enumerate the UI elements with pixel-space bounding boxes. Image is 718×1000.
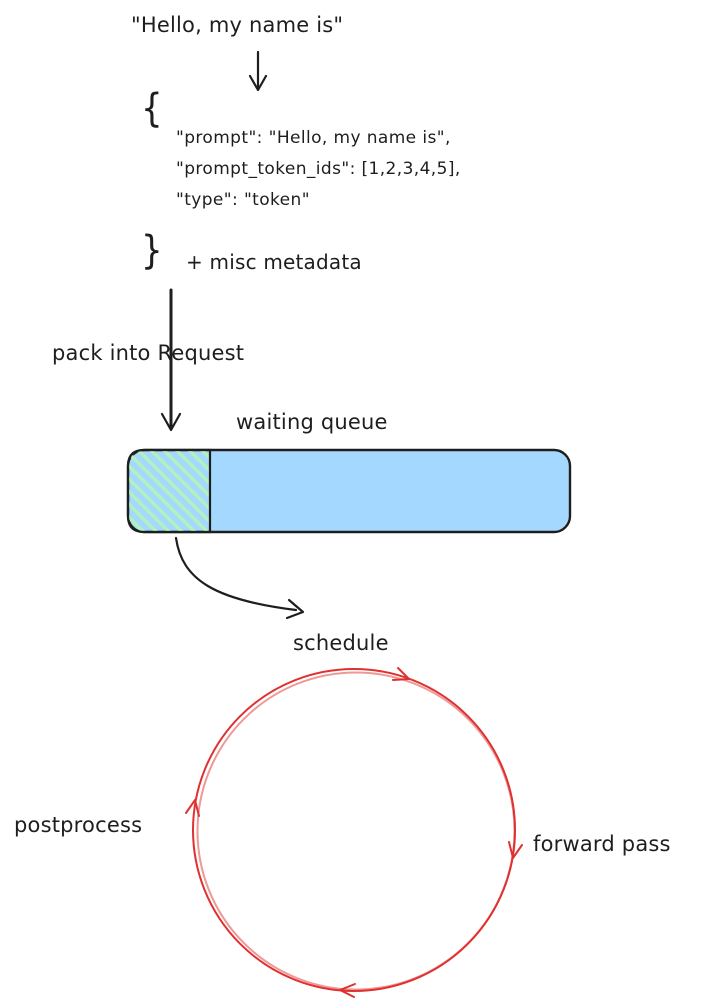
waiting-queue-label: waiting queue (236, 410, 388, 434)
prompt-to-json-arrow (248, 50, 268, 92)
cycle-step-forward-pass: forward pass (533, 832, 671, 856)
cycle-arrowhead-bottom (339, 983, 356, 998)
json-line-type: "type": "token" (176, 190, 310, 210)
cycle-arrowhead-right (508, 841, 523, 859)
waiting-queue-rect (126, 448, 572, 534)
json-line-token-ids: "prompt_token_ids": [1,2,3,4,5], (176, 159, 461, 179)
cycle-step-postprocess: postprocess (14, 813, 143, 837)
json-line-prompt: "prompt": "Hello, my name is", (176, 128, 451, 148)
json-open-brace: { (141, 86, 163, 132)
misc-metadata-note: + misc metadata (186, 250, 362, 274)
pack-into-request-label: pack into Request (52, 341, 245, 365)
input-prompt-text: "Hello, my name is" (131, 13, 344, 37)
queue-filled-segment (126, 448, 212, 534)
json-close-brace: } (141, 228, 163, 274)
queue-to-cycle-arrow (174, 536, 305, 620)
cycle-arrowhead-top (392, 667, 410, 681)
cycle-circle (185, 667, 523, 998)
cycle-step-schedule: schedule (293, 631, 389, 655)
cycle-arrowhead-left (185, 799, 200, 817)
